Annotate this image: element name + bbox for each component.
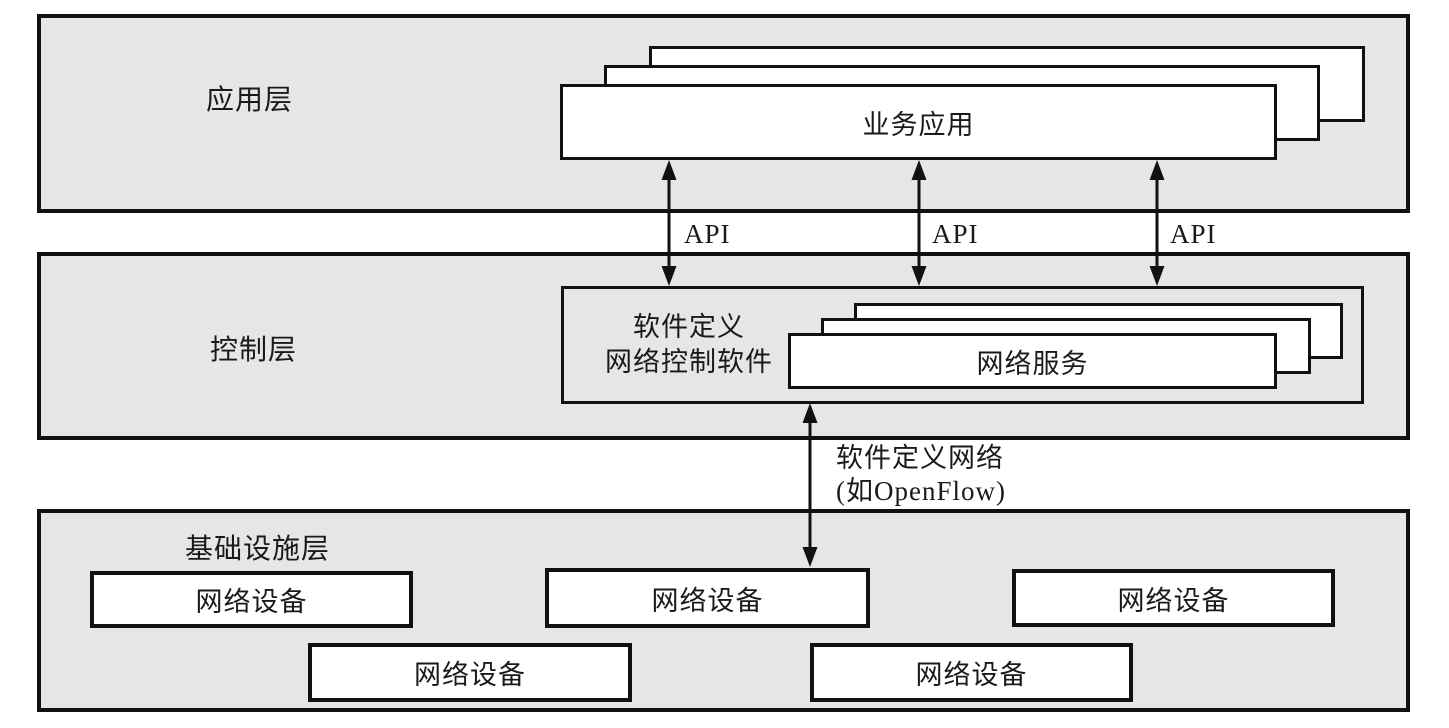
business-app-label: 业务应用 (862, 109, 975, 140)
network-device-box-2: 网络设备 (545, 568, 870, 628)
network-device-box-1: 网络设备 (90, 571, 413, 628)
sdn-controller-label: 软件定义 网络控制软件 (570, 289, 808, 401)
sdn-controller-label-line1: 软件定义 (633, 311, 745, 342)
network-device-label: 网络设备 (195, 587, 308, 617)
application-layer-label: 应用层 (206, 85, 294, 116)
network-device-label: 网络设备 (915, 660, 1028, 690)
api-label-1: API (684, 219, 731, 249)
southbound-label-line1: 软件定义网络 (836, 443, 1004, 473)
southbound-label: 软件定义网络 (如OpenFlow) (836, 442, 1006, 508)
network-device-box-3: 网络设备 (1012, 569, 1335, 627)
sdn-controller-box: 软件定义 网络控制软件 网络服务 (561, 286, 1364, 404)
network-device-box-5: 网络设备 (810, 643, 1133, 702)
api-label-2: API (932, 219, 979, 249)
network-device-box-4: 网络设备 (308, 643, 632, 702)
api-label-3: API (1170, 219, 1217, 249)
sdn-controller-label-line2: 网络控制软件 (605, 347, 773, 377)
control-layer: 控制层 软件定义 网络控制软件 网络服务 (37, 252, 1410, 440)
control-layer-label: 控制层 (210, 335, 298, 366)
business-app-box: 业务应用 (560, 84, 1277, 160)
network-device-label: 网络设备 (414, 660, 526, 690)
network-device-label: 网络设备 (1117, 585, 1230, 616)
network-service-label: 网络服务 (976, 348, 1089, 379)
southbound-label-line2: (如OpenFlow) (836, 475, 1006, 506)
application-layer: 应用层 业务应用 (37, 14, 1410, 213)
infrastructure-layer: 基础设施层 网络设备 网络设备 网络设备 网络设备 网络设备 (37, 509, 1410, 712)
network-service-box: 网络服务 (788, 333, 1277, 389)
network-device-label: 网络设备 (651, 585, 764, 616)
infrastructure-layer-label: 基础设施层 (185, 534, 331, 565)
